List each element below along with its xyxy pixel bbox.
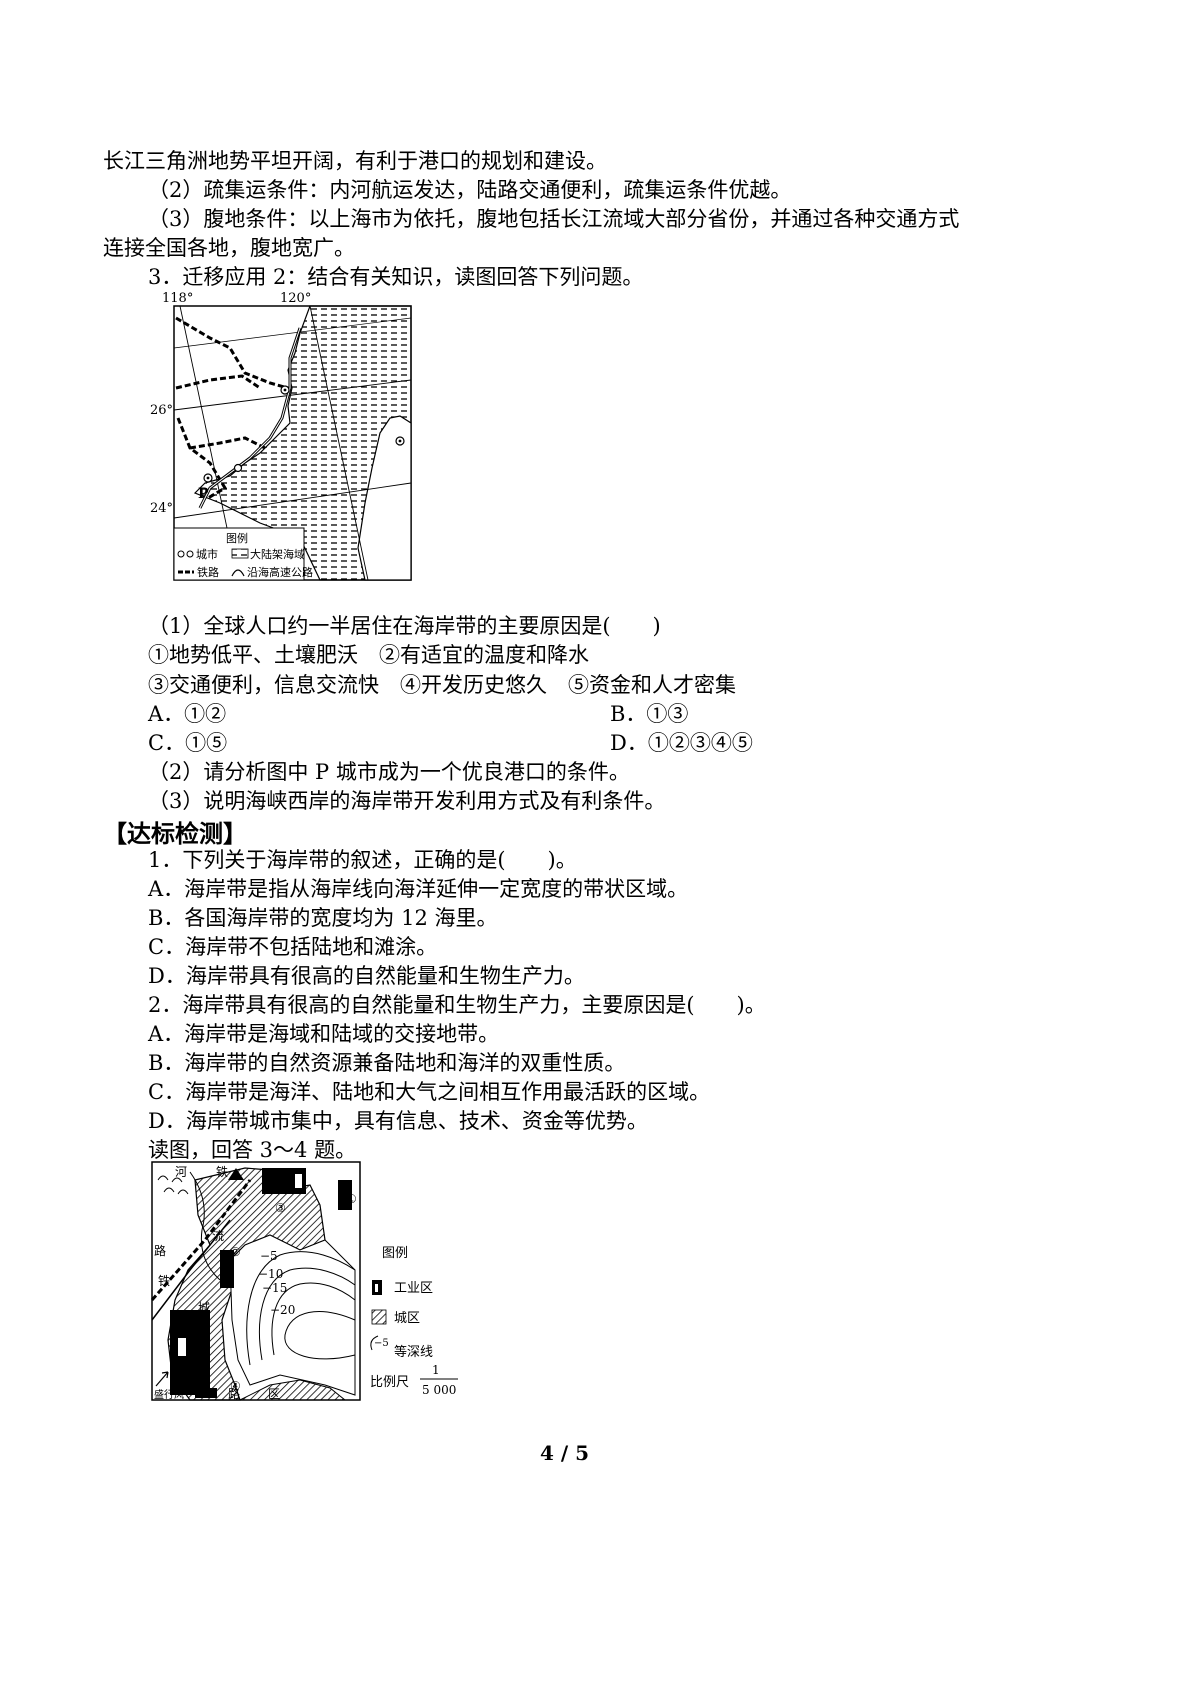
contour-label: −5 xyxy=(260,1249,278,1263)
industrial-zone xyxy=(170,1310,210,1395)
industrial-zone xyxy=(220,1250,234,1288)
railway-line xyxy=(175,316,289,390)
legend-city: 城市 xyxy=(196,547,218,561)
city-icon xyxy=(177,550,185,558)
marker-4: ④ xyxy=(230,1379,241,1393)
legend-title: 图例 xyxy=(226,531,248,545)
label-river: 河 xyxy=(175,1165,187,1179)
page-number: 4 / 5 xyxy=(540,1441,590,1465)
sub-question-3: （3）说明海峡西岸的海岸带开发利用方式及有利条件。 xyxy=(148,789,666,813)
contour-label: −10 xyxy=(258,1267,283,1281)
sub-question-1: （1）全球人口约一半居住在海岸带的主要原因是( ) xyxy=(148,614,661,638)
scale-numerator: 1 xyxy=(432,1363,440,1377)
test-q1-option-b: B．各国海岸带的宽度均为 12 海里。 xyxy=(148,906,498,930)
option-b: B．①③ xyxy=(610,702,689,726)
text-line: 长江三角洲地势平坦开阔，有利于港口的规划和建设。 xyxy=(103,149,607,173)
legend-highway: 沿海高速公路 xyxy=(247,565,313,579)
label-qu: 区 xyxy=(268,1387,280,1401)
test-q2-option-c: C．海岸带是海洋、陆地和大气之间相互作用最活跃的区域。 xyxy=(148,1080,711,1104)
marker-3: ③ xyxy=(275,1201,286,1215)
options-line: ③交通便利，信息交流快 ④开发历史悠久 ⑤资金和人才密集 xyxy=(148,673,736,697)
label-liu: 流 xyxy=(212,1229,224,1243)
label-cheng: 城 xyxy=(198,1301,210,1315)
contour-line xyxy=(259,1267,356,1361)
label-rail-top: 铁 xyxy=(216,1165,228,1179)
railway-line xyxy=(150,1179,252,1301)
legend-industry: 工业区 xyxy=(394,1281,433,1296)
contour-line xyxy=(284,1311,356,1360)
contour-line xyxy=(271,1282,356,1356)
road xyxy=(151,1219,231,1321)
taiwan-island xyxy=(357,415,412,581)
marker-1: ① xyxy=(346,1192,357,1206)
text-line: （2）疏集运条件：内河航运发达，陆路交通便利，疏集运条件优越。 xyxy=(148,178,792,202)
options-line: ①地势低平、土壤肥沃 ②有适宜的温度和降水 xyxy=(148,643,589,667)
fujian-coast-map: 118° 120° P 26° 24° 图例 城市 大陆架海域 铁路 沿海高速公… xyxy=(150,291,412,581)
question-3-stem: 3．迁移应用 2：结合有关知识，读图回答下列问题。 xyxy=(148,265,644,289)
lat-26-label: 26° xyxy=(150,403,173,418)
option-a: A．①② xyxy=(148,702,227,726)
test-q2-option-d: D．海岸带城市集中，具有信息、技术、资金等优势。 xyxy=(148,1109,648,1133)
label-wind: 盛行风 xyxy=(154,1388,184,1401)
option-c: C．①⑤ xyxy=(148,731,228,755)
test-question-2: 2．海岸带具有很高的自然能量和生物生产力，主要原因是( )。 xyxy=(148,993,766,1017)
test-question-1: 1．下列关于海岸带的叙述，正确的是( )。 xyxy=(148,848,577,872)
river xyxy=(189,1171,221,1281)
urban-area xyxy=(239,1379,347,1401)
railway-line xyxy=(189,436,266,450)
option-d: D．①②③④⑤ xyxy=(610,731,753,755)
lon-118-label: 118° xyxy=(162,291,193,306)
contour-label: −20 xyxy=(270,1303,295,1317)
test-q1-option-d: D．海岸带具有很高的自然能量和生物生产力。 xyxy=(148,964,585,988)
lat-24-label: 24° xyxy=(150,501,173,516)
text-line: 连接全国各地，腹地宽广。 xyxy=(103,236,355,260)
industrial-zone xyxy=(338,1180,352,1210)
railway-line xyxy=(176,417,228,500)
lon-120-label: 120° xyxy=(280,291,311,306)
marker-2: ② xyxy=(230,1245,241,1259)
city-p-label: P xyxy=(198,486,209,502)
contour-label: −15 xyxy=(262,1281,287,1295)
label-rail-left: 铁 xyxy=(158,1274,170,1288)
read-map-instruction: 读图，回答 3～4 题。 xyxy=(148,1138,357,1162)
scale-label: 比例尺 xyxy=(370,1375,409,1390)
contour-line xyxy=(246,1251,356,1366)
test-q2-option-a: A．海岸带是海域和陆域的交接地带。 xyxy=(148,1022,500,1046)
legend-contour: 等深线 xyxy=(394,1344,433,1360)
city-marker xyxy=(233,463,243,473)
legend-contour-value: −5 xyxy=(374,1338,389,1349)
text-line: （3）腹地条件：以上海市为依托，腹地包括长江流域大部分省份，并通过各种交通方式 xyxy=(148,207,960,231)
wind-arrow xyxy=(155,1371,169,1387)
label-road-bottom: 路 xyxy=(228,1386,240,1401)
test-q2-option-b: B．海岸带的自然资源兼备陆地和海洋的双重性质。 xyxy=(148,1051,626,1075)
legend-urban: 城区 xyxy=(394,1311,420,1326)
test-q1-option-c: C．海岸带不包括陆地和滩涂。 xyxy=(148,935,438,959)
railway-line xyxy=(175,374,261,390)
label-road-left: 路 xyxy=(154,1243,166,1258)
scale-denominator: 5 000 xyxy=(422,1383,456,1397)
legend-rail: 铁路 xyxy=(197,566,219,579)
legend-shelf: 大陆架海域 xyxy=(250,547,305,561)
sub-question-2: （2）请分析图中 P 城市成为一个优良港口的条件。 xyxy=(148,760,630,784)
legend-title: 图例 xyxy=(382,1246,408,1261)
coastal-city-map: 河 铁 路 铁 流 城 路 区 盛行风 −5 −10 −15 −20 ① ② ③… xyxy=(150,1161,458,1401)
section-heading: 【达标检测】 xyxy=(103,820,247,848)
test-q1-option-a: A．海岸带是指从海岸线向海洋延伸一定宽度的带状区域。 xyxy=(148,877,689,901)
industrial-zone xyxy=(195,1388,217,1398)
